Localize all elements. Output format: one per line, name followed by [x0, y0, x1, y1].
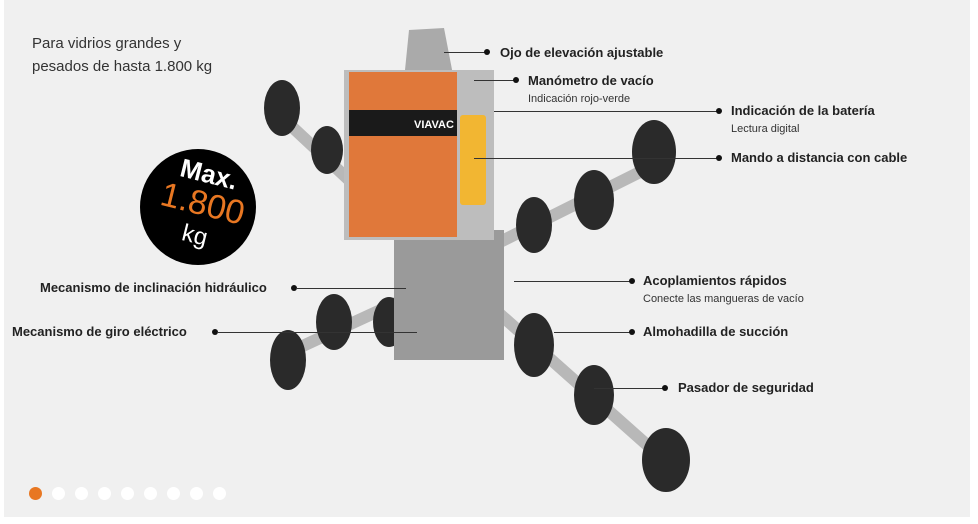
label-inclinacion: Mecanismo de inclinación hidráulico [40, 280, 267, 295]
label-sub: Indicación rojo-verde [528, 93, 631, 105]
hotspot-mando[interactable] [716, 155, 722, 161]
label-title: Manómetro de vacío [528, 73, 654, 88]
carousel-dot[interactable] [75, 487, 88, 500]
product-slide: VIAVAC Para vidrios grandes y pesados de… [4, 0, 970, 517]
brand-logo: VIAVAC [414, 119, 454, 131]
label-mando: Mando a distancia con cable [731, 150, 907, 165]
hotspot-ojo[interactable] [484, 49, 490, 55]
intro-line-2: pesados de hasta 1.800 kg [32, 58, 213, 75]
label-ojo: Ojo de elevación ajustable [500, 45, 663, 60]
label-title: Indicación de la batería [731, 103, 875, 118]
label-title: Almohadilla de succión [643, 324, 789, 339]
max-load-badge: Max. 1.800 kg [140, 149, 256, 265]
intro-text: Para vidrios grandes y pesados de hasta … [32, 32, 212, 78]
label-sub: Lectura digital [731, 123, 800, 135]
carousel-dot[interactable] [121, 487, 134, 500]
label-title: Acoplamientos rápidos [643, 273, 787, 288]
hotspot-giro[interactable] [212, 329, 218, 335]
intro-line-1: Para vidrios grandes y [32, 35, 182, 52]
label-title: Pasador de seguridad [678, 380, 814, 395]
label-sub: Conecte las mangueras de vacío [643, 293, 804, 305]
carousel-dot[interactable] [98, 487, 111, 500]
carousel-dot[interactable] [144, 487, 157, 500]
label-almohadilla: Almohadilla de succión [643, 324, 788, 339]
label-title: Mecanismo de giro eléctrico [12, 324, 187, 339]
badge-unit: kg [179, 219, 211, 252]
label-title: Mecanismo de inclinación hidráulico [40, 280, 267, 295]
hotspot-acoplamientos[interactable] [629, 278, 635, 284]
label-title: Ojo de elevación ajustable [500, 45, 664, 60]
carousel-dots [29, 487, 226, 500]
hotspot-manometro[interactable] [513, 77, 519, 83]
carousel-dot[interactable] [213, 487, 226, 500]
carousel-dot[interactable] [52, 487, 65, 500]
label-giro: Mecanismo de giro eléctrico [12, 324, 187, 339]
vacuum-lifter-image: VIAVAC [264, 28, 690, 492]
hotspot-almohadilla[interactable] [629, 329, 635, 335]
hotspot-pasador[interactable] [662, 385, 668, 391]
carousel-dot[interactable] [29, 487, 42, 500]
label-pasador: Pasador de seguridad [678, 380, 814, 395]
carousel-dot[interactable] [167, 487, 180, 500]
hotspot-bateria[interactable] [716, 108, 722, 114]
carousel-dot[interactable] [190, 487, 203, 500]
label-title: Mando a distancia con cable [731, 150, 908, 165]
hotspot-inclinacion[interactable] [291, 285, 297, 291]
